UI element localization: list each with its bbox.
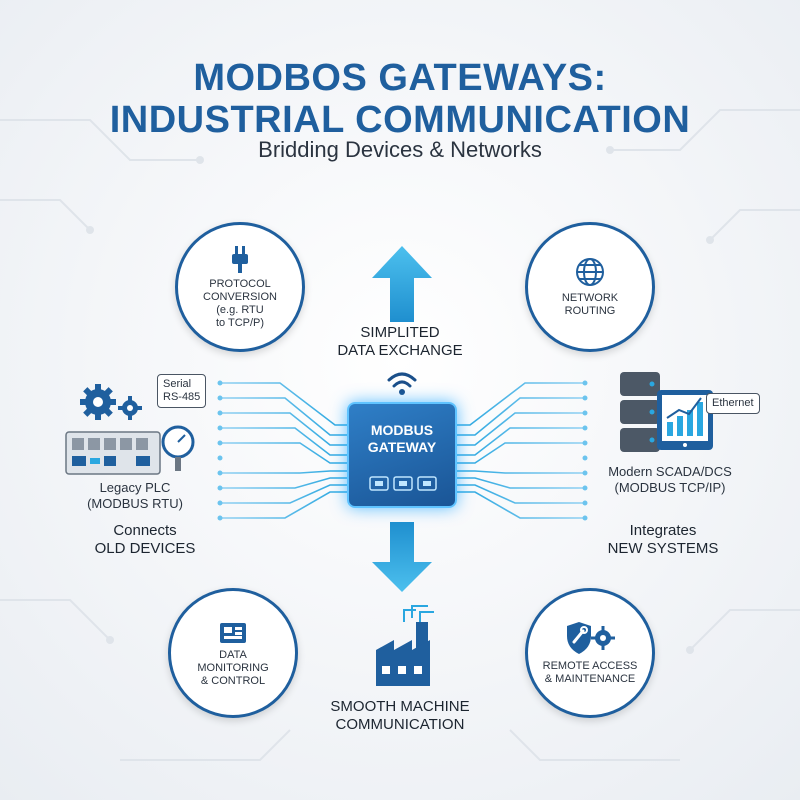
subtitle: Bridding Devices & Networks (258, 137, 542, 162)
tablet-chart-icon (657, 390, 713, 450)
ethernet-ports-icon (369, 476, 437, 491)
shield-wrench-icon (567, 622, 615, 654)
network-routing-label: NETWORK ROUTING (561, 292, 619, 317)
up-arrow (372, 246, 432, 322)
network-routing-circle: NETWORK ROUTING (525, 222, 655, 352)
modbus-gateway-box: MODBUS GATEWAY (347, 402, 457, 508)
gears-icon (80, 384, 142, 420)
title-line-1: MODBOS GATEWAYS: (193, 57, 607, 99)
legacy-plc-label: Legacy PLC (MODBUS RTU) (87, 480, 183, 511)
title-line-2: INDUSTRIAL COMMUNICATION (109, 99, 691, 141)
remote-access-circle: REMOTE ACCESS & MAINTENANCE (525, 588, 655, 718)
protocol-conversion-label: PROTOCOL CONVERSION (e.g. RTU to TCP/P) (203, 278, 277, 329)
control-panel-icon (220, 622, 246, 643)
right-caption: Integrates NEW SYSTEMS (607, 522, 719, 557)
wifi-icon (387, 372, 417, 395)
protocol-conversion-circle: PROTOCOL CONVERSION (e.g. RTU to TCP/P) (175, 222, 305, 352)
gateway-label: MODBUS GATEWAY (367, 422, 437, 455)
factory-icon (376, 605, 434, 686)
data-monitoring-label: DATA MONITORING & CONTROL (197, 648, 269, 687)
remote-access-label: REMOTE ACCESS & MAINTENANCE (542, 660, 638, 685)
scada-label: Modern SCADA/DCS (MODBUS TCP/IP) (608, 464, 732, 495)
down-arrow (372, 522, 432, 592)
plc-device (65, 431, 161, 475)
plug-icon (232, 246, 248, 273)
left-caption: Connects OLD DEVICES (94, 522, 196, 557)
data-monitoring-circle: DATA MONITORING & CONTROL (168, 588, 298, 718)
pressure-gauge-icon (161, 425, 195, 471)
server-icon (620, 372, 660, 452)
top-label: SIMPLITED DATA EXCHANGE (337, 324, 463, 359)
serial-callout: Serial RS-485 (157, 374, 207, 408)
ethernet-callout: Ethernet (706, 393, 760, 414)
bottom-label: SMOOTH MACHINE COMMUNICATION (330, 698, 470, 733)
globe-icon (576, 258, 604, 286)
